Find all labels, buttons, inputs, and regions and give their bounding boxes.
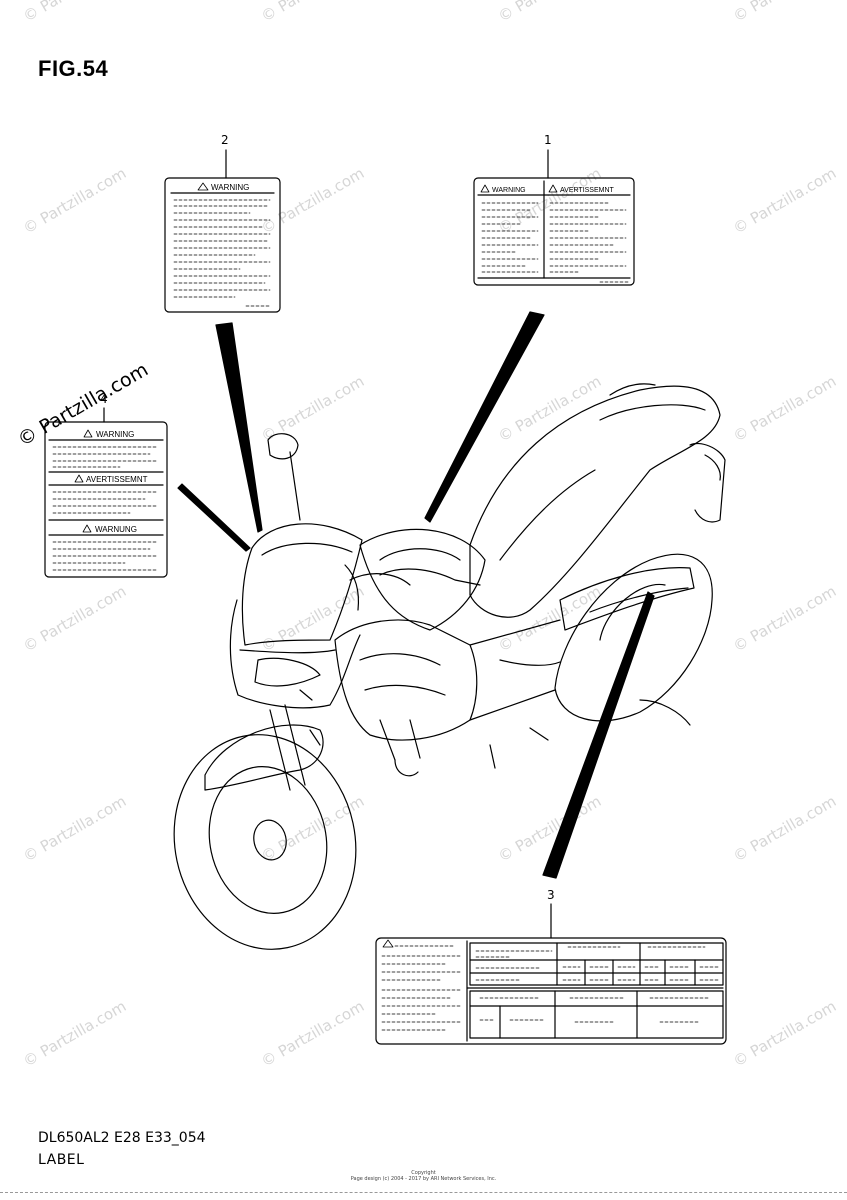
label-1-warning: WARNING	[492, 187, 526, 194]
copyright-line-2: Page design (c) 2004 - 2017 by ARI Netwo…	[350, 1176, 497, 1182]
leader-lines	[177, 311, 655, 879]
copyright-line-1: Copyright	[411, 1170, 436, 1176]
label-2-warning: WARNING	[211, 183, 249, 192]
figure-title: FIG.54	[38, 56, 109, 81]
callout-4: 4	[100, 392, 108, 406]
callout-2: 2	[221, 133, 229, 147]
label-1-avertissement: AVERTISSEMNT	[560, 187, 615, 194]
motorcycle-drawing	[173, 383, 726, 950]
label-4-avertissement: AVERTISSEMNT	[86, 475, 148, 484]
callout-3: 3	[547, 888, 555, 902]
copyright-notice: Copyright Page design (c) 2004 - 2017 by…	[0, 1170, 847, 1182]
label-4-warnung: WARNUNG	[95, 525, 137, 534]
label-4-warning: WARNING	[96, 430, 134, 439]
callout-1: 1	[544, 133, 552, 147]
bottom-divider	[0, 1192, 847, 1193]
label-1	[473, 177, 635, 286]
label-4	[44, 421, 168, 578]
label-2	[164, 177, 281, 313]
diagram-code: DL650AL2 E28 E33_054	[38, 1130, 206, 1146]
diagram-label: LABEL	[38, 1152, 85, 1168]
label-3	[375, 937, 727, 1045]
